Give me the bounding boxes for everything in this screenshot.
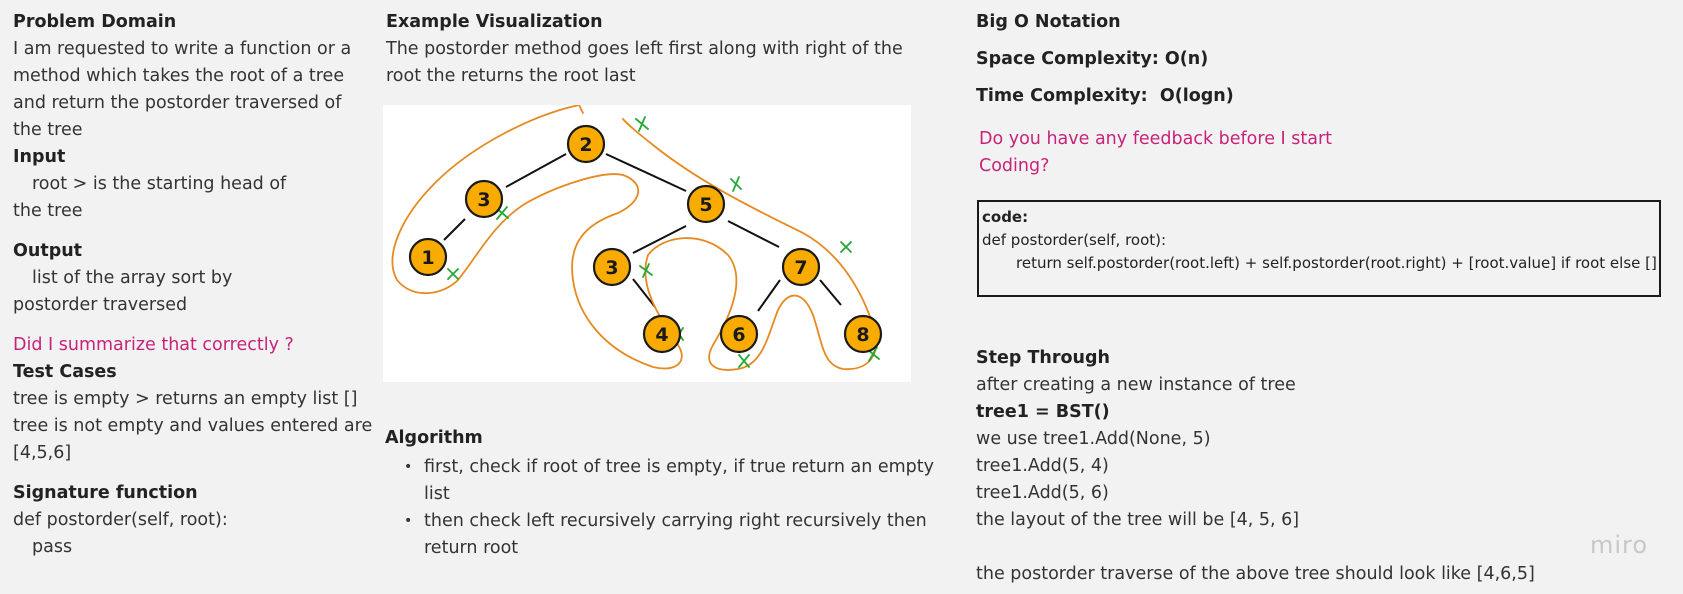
algorithm-item: then check left recursively carrying rig… bbox=[404, 508, 965, 562]
visit-marker bbox=[447, 268, 459, 280]
problem-line: and return the postorder traversed of bbox=[13, 93, 342, 113]
step-through-section: Step Through after creating a new instan… bbox=[976, 345, 1666, 588]
test-case-line: [4,5,6] bbox=[13, 443, 72, 463]
node-label: 4 bbox=[655, 324, 668, 346]
visit-marker bbox=[868, 346, 878, 362]
tree-svg: 2 3 5 1 3 7 4 6 8 bbox=[391, 104, 883, 371]
code-line: return self.postorder(root.left) + self.… bbox=[1016, 254, 1657, 272]
code-label: code: bbox=[982, 208, 1029, 226]
output-heading: Output bbox=[13, 241, 83, 261]
tree-edge bbox=[757, 279, 781, 312]
summary-question: Did I summarize that correctly ? bbox=[13, 335, 294, 355]
feedback-line: Coding? bbox=[979, 156, 1050, 176]
algorithm-item: first, check if root of tree is empty, i… bbox=[404, 454, 965, 508]
step-line: after creating a new instance of tree bbox=[976, 375, 1296, 395]
tree-node: 3 bbox=[464, 179, 504, 219]
step-line: tree1.Add(5, 6) bbox=[976, 483, 1109, 503]
tree-node: 5 bbox=[686, 184, 726, 224]
visit-marker bbox=[840, 241, 852, 253]
time-complexity: Time Complexity: O(logn) bbox=[976, 86, 1234, 106]
space-complexity: Space Complexity: O(n) bbox=[976, 49, 1209, 69]
step-line: the layout of the tree will be [4, 5, 6] bbox=[976, 510, 1300, 530]
step-result: the postorder traverse of the above tree… bbox=[976, 564, 1535, 584]
output-line: list of the array sort by bbox=[32, 268, 233, 288]
step-line: we use tree1.Add(None, 5) bbox=[976, 429, 1211, 449]
tree-edge bbox=[505, 153, 567, 188]
node-label: 7 bbox=[794, 257, 807, 279]
test-cases-heading: Test Cases bbox=[13, 362, 117, 382]
code-line: def postorder(self, root): bbox=[982, 231, 1167, 249]
node-label: 3 bbox=[477, 189, 490, 211]
tree-node: 4 bbox=[642, 314, 682, 354]
visit-marker bbox=[496, 206, 508, 220]
input-heading: Input bbox=[13, 147, 66, 167]
algorithm-item-text: then check left recursively carrying rig… bbox=[424, 511, 927, 531]
step-create: tree1 = BST() bbox=[976, 402, 1110, 422]
problem-line: I am requested to write a function or a bbox=[13, 39, 352, 59]
visit-marker bbox=[738, 354, 750, 368]
tree-node: 2 bbox=[566, 124, 606, 164]
example-line: The postorder method goes left first alo… bbox=[386, 39, 903, 59]
tree-edge bbox=[632, 278, 656, 308]
tree-node: 7 bbox=[781, 247, 821, 287]
problem-domain-heading: Problem Domain bbox=[13, 12, 177, 32]
step-heading: Step Through bbox=[976, 348, 1110, 368]
node-label: 3 bbox=[605, 257, 618, 279]
signature-line: pass bbox=[32, 537, 73, 557]
algorithm-item-text: first, check if root of tree is empty, i… bbox=[424, 457, 935, 504]
example-heading: Example Visualization bbox=[386, 12, 603, 32]
node-label: 1 bbox=[421, 247, 434, 269]
example-line: root the returns the root last bbox=[386, 66, 636, 86]
signature-heading: Signature function bbox=[13, 483, 198, 503]
test-case-line: tree is empty > returns an empty list [] bbox=[13, 389, 358, 409]
tree-edge bbox=[605, 153, 687, 192]
node-label: 2 bbox=[579, 134, 592, 156]
tree-diagram: 2 3 5 1 3 7 4 6 8 bbox=[383, 104, 911, 382]
tree-edge bbox=[819, 279, 842, 306]
algorithm-section: Algorithm first, check if root of tree i… bbox=[385, 425, 965, 562]
input-line: root > is the starting head of bbox=[32, 174, 287, 194]
node-label: 8 bbox=[856, 324, 869, 346]
algorithm-item-text: return root bbox=[424, 538, 519, 558]
test-case-line: tree is not empty and values entered are bbox=[13, 416, 373, 436]
example-column: Example Visualization The postorder meth… bbox=[386, 9, 946, 90]
tree-edge bbox=[443, 218, 466, 241]
signature-line: def postorder(self, root): bbox=[13, 510, 228, 530]
code-block: code: def postorder(self, root): return … bbox=[977, 200, 1661, 297]
problem-line: the tree bbox=[13, 120, 83, 140]
tree-node: 1 bbox=[408, 237, 448, 277]
step-line: tree1.Add(5, 4) bbox=[976, 456, 1109, 476]
tree-node: 3 bbox=[592, 247, 632, 287]
visit-marker bbox=[638, 116, 646, 132]
traversal-path bbox=[391, 104, 878, 371]
tree-node: 8 bbox=[843, 314, 883, 354]
problem-column: Problem Domain I am requested to write a… bbox=[13, 9, 373, 561]
output-line: postorder traversed bbox=[13, 295, 188, 315]
visit-marker bbox=[642, 263, 650, 278]
tree-edge bbox=[632, 225, 687, 254]
node-label: 5 bbox=[699, 194, 712, 216]
tree-edge bbox=[727, 220, 780, 248]
traversal-path-tail bbox=[578, 104, 584, 114]
visit-marker bbox=[732, 176, 740, 192]
algorithm-list: first, check if root of tree is empty, i… bbox=[385, 454, 965, 562]
node-label: 6 bbox=[732, 324, 745, 346]
input-line: the tree bbox=[13, 201, 83, 221]
bigo-heading: Big O Notation bbox=[976, 12, 1121, 32]
bigo-column: Big O Notation Space Complexity: O(n) Ti… bbox=[976, 9, 1666, 180]
feedback-line: Do you have any feedback before I start bbox=[979, 129, 1333, 149]
problem-line: method which takes the root of a tree bbox=[13, 66, 345, 86]
miro-logo: miro bbox=[1590, 531, 1649, 559]
algorithm-heading: Algorithm bbox=[385, 428, 483, 448]
tree-node: 6 bbox=[719, 314, 759, 354]
